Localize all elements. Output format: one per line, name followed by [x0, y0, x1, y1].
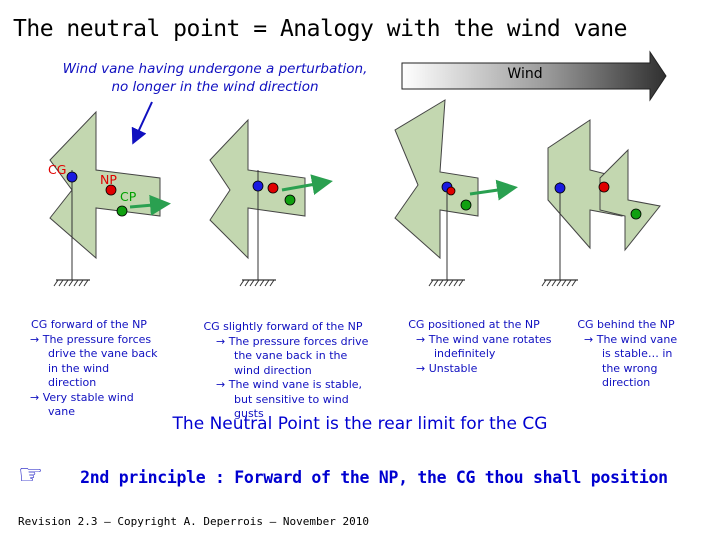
arrow-icon: → [216, 378, 226, 391]
vane-2-cg-dot [252, 180, 264, 192]
caption-1-point-1-text: The pressure forces drive the vane back … [42, 332, 158, 390]
wind-vane-2 [209, 118, 333, 287]
arrow-icon: → [30, 390, 40, 404]
vane-2-ground-hatch [239, 279, 275, 287]
caption-2-point-1: → The pressure forces drive the vane bac… [196, 335, 370, 379]
vane-1-cp-dot [116, 205, 128, 217]
revision-footer: Revision 2.3 – Copyright A. Deperrois – … [18, 515, 369, 528]
wind-vane-1 [49, 110, 171, 287]
np-label: NP [100, 172, 117, 187]
caption-3: CG positioned at the NP → The wind vane … [396, 318, 552, 376]
caption-1-point-1: → The pressure forces drive the vane bac… [18, 333, 160, 391]
caption-2-point-2-text: The wind vane is stable, but sensitive t… [228, 378, 363, 420]
caption-2-point-1-text: The pressure forces drive the vane back … [228, 334, 369, 377]
vane-1-np-dot [105, 184, 117, 196]
vane-4-np-dot [598, 181, 610, 193]
vane-3-cp-dot [460, 199, 472, 211]
caption-2: CG slightly forward of the NP → The pres… [196, 320, 370, 422]
vane-4-ground-hatch [541, 279, 577, 287]
perturbation-note-line2: no longer in the wind direction [111, 79, 319, 95]
arrow-icon: → [416, 361, 426, 375]
caption-1-point-2: → Very stable wind vane [18, 391, 160, 420]
neutral-point-statement: The Neutral Point is the rear limit for … [172, 414, 548, 434]
vane-2-np-dot [267, 182, 279, 194]
arrow-icon: → [584, 332, 594, 346]
wind-vane-3 [394, 99, 518, 287]
perturbation-note-line1: Wind vane having undergone a perturbatio… [62, 61, 368, 77]
arrow-icon: → [216, 334, 226, 348]
caption-1-point-2-text: Very stable wind vane [42, 390, 134, 419]
caption-3-heading: CG positioned at the NP [408, 318, 540, 331]
caption-2-point-2: → The wind vane is stable, but sensitive… [196, 378, 370, 422]
vane-4-cg-dot [554, 182, 566, 194]
arrow-icon: → [416, 332, 426, 346]
caption-3-point-1: → The wind vane rotates indefinitely [396, 333, 552, 362]
vane-3-ground-hatch [428, 279, 464, 287]
perturbation-note: Wind vane having undergone a perturbatio… [20, 60, 410, 96]
caption-4-heading: CG behind the NP [577, 318, 675, 331]
wind-vane-4 [541, 119, 661, 287]
vane-3-np-dot [446, 186, 456, 196]
caption-1-heading: CG forward of the NP [31, 318, 147, 331]
second-principle: 2nd principle : Forward of the NP, the C… [80, 468, 668, 487]
caption-4-point-1: → The wind vane is stable… in the wrong … [564, 333, 688, 391]
caption-2-heading: CG slightly forward of the NP [203, 320, 363, 333]
vane-1-force-arrow [129, 194, 171, 216]
caption-1: CG forward of the NP → The pressure forc… [18, 318, 160, 420]
caption-4: CG behind the NP → The wind vane is stab… [564, 318, 688, 391]
cg-label: CG [48, 162, 67, 177]
vane-4-shape [547, 119, 623, 250]
vane-1-shape [49, 110, 161, 260]
caption-4-point-1-text: The wind vane is stable… in the wrong di… [596, 332, 678, 390]
caption-3-point-2: → Unstable [396, 362, 552, 377]
perturbation-pointer-arrow [131, 101, 153, 145]
vane-3-force-arrow [469, 179, 518, 201]
vane-4-cp-dot [630, 208, 642, 220]
pointing-hand-icon: ☞ [18, 458, 44, 491]
arrow-icon: → [30, 332, 40, 346]
vane-3-shape [394, 99, 479, 260]
vane-2-cp-dot [284, 194, 296, 206]
vane-1-cg-dot [66, 171, 78, 183]
cp-label: CP [120, 189, 137, 204]
page-title: The neutral point = Analogy with the win… [13, 16, 627, 42]
vane-1-ground-hatch [53, 279, 89, 287]
wind-label: Wind [507, 66, 543, 82]
wind-arrow [401, 50, 667, 102]
caption-3-point-1-text: The wind vane rotates indefinitely [428, 332, 552, 361]
caption-3-point-2-text: Unstable [428, 361, 478, 375]
vane-4-tail-shape [599, 148, 661, 252]
vane-2-force-arrow [281, 174, 333, 195]
